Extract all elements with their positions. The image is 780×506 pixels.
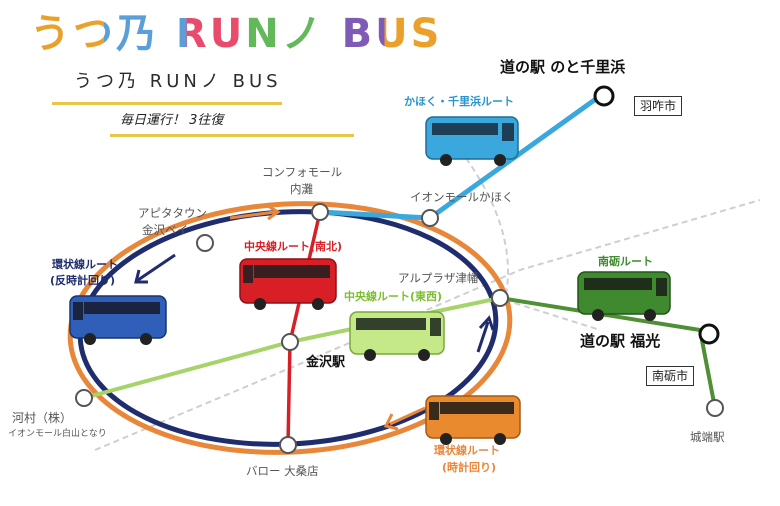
tagline-underline <box>110 134 354 137</box>
station-chirihama: 道の駅 のと千里浜 <box>500 58 626 76</box>
station-apita-1: アピタタウン <box>138 206 207 220</box>
rail-hokuriku <box>94 199 761 451</box>
bus-nanto <box>577 271 671 321</box>
station-kawamura-2: イオンモール白山となり <box>8 429 107 439</box>
route-label-chuo-ew: 中央線ルート(東西) <box>344 290 443 303</box>
bus-chuo-ew <box>349 311 445 361</box>
node-apita <box>196 234 214 252</box>
node-kanazawa <box>281 333 299 351</box>
station-kanazawa: 金沢駅 <box>306 355 346 370</box>
bus-loop-ccw <box>69 295 167 345</box>
station-jobana: 城端駅 <box>690 430 725 444</box>
bus-chuo-ns <box>239 258 337 310</box>
station-nodes <box>75 203 724 454</box>
railway-lines <box>94 149 761 451</box>
route-label-loop-ccw-2: (反時計回り) <box>50 274 116 287</box>
loop-route-clockwise <box>67 201 513 455</box>
city-hakui: 羽咋市 <box>634 96 683 116</box>
node-fukumitsu <box>698 323 720 345</box>
station-confo-1: コンフォモール <box>262 165 343 179</box>
logo-sub: うつ乃 RUNノ BUS <box>74 71 282 92</box>
tagline: 毎日運行！ 3往復 <box>120 113 224 128</box>
rail-nanao <box>459 149 509 301</box>
route-label-chuo-ns: 中央線ルート(南北) <box>244 240 343 253</box>
node-barrow <box>279 436 297 454</box>
route-label-nanto: 南砺ルート <box>598 255 653 268</box>
station-barrow: バロー 大桑店 <box>246 464 319 478</box>
node-jobana <box>706 399 724 417</box>
node-chirihama <box>593 85 615 107</box>
station-fukumitsu: 道の駅 福光 <box>580 332 661 350</box>
station-alplaza: アルプラザ津幡 <box>398 271 479 285</box>
node-confo <box>311 203 329 221</box>
direction-arrows <box>134 204 495 431</box>
rail-johana <box>504 299 601 331</box>
bus-loop-cw <box>425 395 521 445</box>
route-label-loop-ccw-1: 環状線ルート <box>52 258 118 271</box>
logo-main: うつ乃 RUNノ BUS <box>30 11 443 57</box>
station-kawamura-1: 河村（株） <box>12 411 73 425</box>
station-aeon-kahoku: イオンモールかほく <box>410 190 514 204</box>
logo-underline <box>52 102 282 105</box>
node-alplaza <box>491 289 509 307</box>
node-aeon-kahoku <box>421 209 439 227</box>
city-nanto: 南砺市 <box>646 366 695 386</box>
station-confo-2: 内灘 <box>290 182 313 196</box>
route-label-kahoku: かほく・千里浜ルート <box>404 95 514 108</box>
station-apita-2: 金沢ベイ <box>142 223 188 237</box>
node-kawamura <box>75 389 93 407</box>
bus-kahoku <box>425 116 519 166</box>
route-label-loop-cw-1: 環状線ルート <box>434 444 500 457</box>
route-label-loop-cw-2: (時計回り) <box>442 461 497 474</box>
